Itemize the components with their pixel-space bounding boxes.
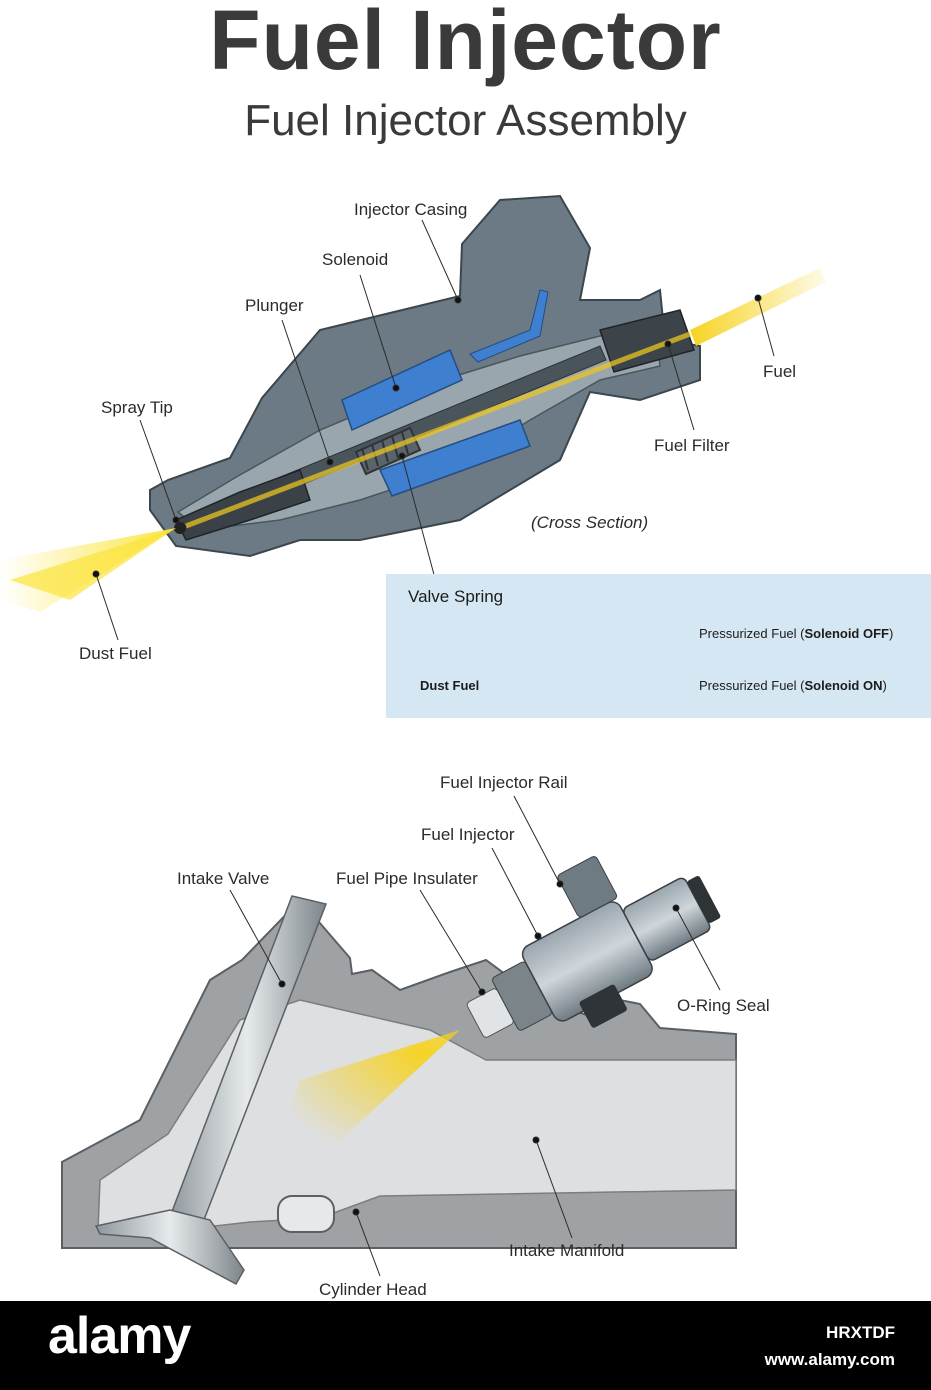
label-injector-casing: Injector Casing: [354, 200, 468, 219]
fuel-injector-shape: [466, 856, 721, 1038]
legend-row-on-bold: Solenoid ON: [804, 678, 883, 693]
image-code: HRXTDF: [826, 1323, 895, 1342]
label-solenoid: Solenoid: [322, 250, 389, 269]
legend-title: Valve Spring: [408, 587, 504, 606]
spray-tip-point: [174, 522, 186, 534]
solenoid-lead: [469, 289, 549, 363]
watermark-footer: [0, 1301, 931, 1390]
fuel-flow-line: [185, 331, 691, 529]
label-plunger: Plunger: [245, 296, 304, 315]
label-cross-section: (Cross Section): [531, 513, 649, 532]
label-fuel-filter: Fuel Filter: [654, 436, 730, 455]
legend-row-off-bold: Solenoid OFF: [804, 626, 889, 641]
legend-row-off-close: ): [888, 626, 894, 641]
legend-row-on: Pressurized Fuel (Solenoid ON): [699, 678, 887, 693]
injector-cross-section: [0, 194, 826, 612]
legend-row-on-text: Pressurized Fuel (: [699, 678, 805, 693]
legend-row-off: Pressurized Fuel (Solenoid OFF): [699, 626, 893, 641]
page-title: Fuel Injector: [209, 0, 722, 87]
valve-spring-legend: [386, 574, 931, 718]
incoming-fuel-stream: [690, 268, 826, 346]
legend-dust-fuel: Dust Fuel: [420, 678, 480, 693]
legend-row-off-text: Pressurized Fuel (: [699, 626, 805, 641]
label-o-ring-seal: O-Ring Seal: [677, 996, 770, 1015]
legend-row-on-close: ): [882, 678, 887, 693]
site-url: www.alamy.com: [764, 1350, 895, 1369]
label-intake-valve: Intake Valve: [177, 869, 270, 888]
label-dust-fuel: Dust Fuel: [79, 644, 152, 663]
alamy-logo: alamy: [48, 1307, 191, 1365]
manifold-port: [277, 1195, 335, 1233]
fuel-filter-shape: [599, 309, 695, 373]
solenoid-coil-lower: [378, 419, 531, 497]
label-fuel: Fuel: [763, 362, 797, 381]
fuel-injector-diagram: [0, 194, 826, 1286]
injector-spray: [280, 1030, 460, 1150]
label-fuel-injector-rail: Fuel Injector Rail: [440, 773, 568, 792]
top-leader-lines: [92, 219, 775, 641]
label-intake-manifold: Intake Manifold: [509, 1241, 625, 1260]
intake-valve-head: [94, 1209, 245, 1286]
label-spray-tip: Spray Tip: [101, 398, 173, 417]
solenoid-coil-upper: [341, 348, 463, 432]
label-fuel-pipe-insulater: Fuel Pipe Insulater: [336, 869, 478, 888]
page-subtitle: Fuel Injector Assembly: [244, 96, 687, 145]
label-cylinder-head: Cylinder Head: [319, 1280, 427, 1299]
bottom-leader-lines: [229, 795, 721, 1277]
intake-assembly: [61, 856, 737, 1286]
label-fuel-injector: Fuel Injector: [421, 825, 515, 844]
